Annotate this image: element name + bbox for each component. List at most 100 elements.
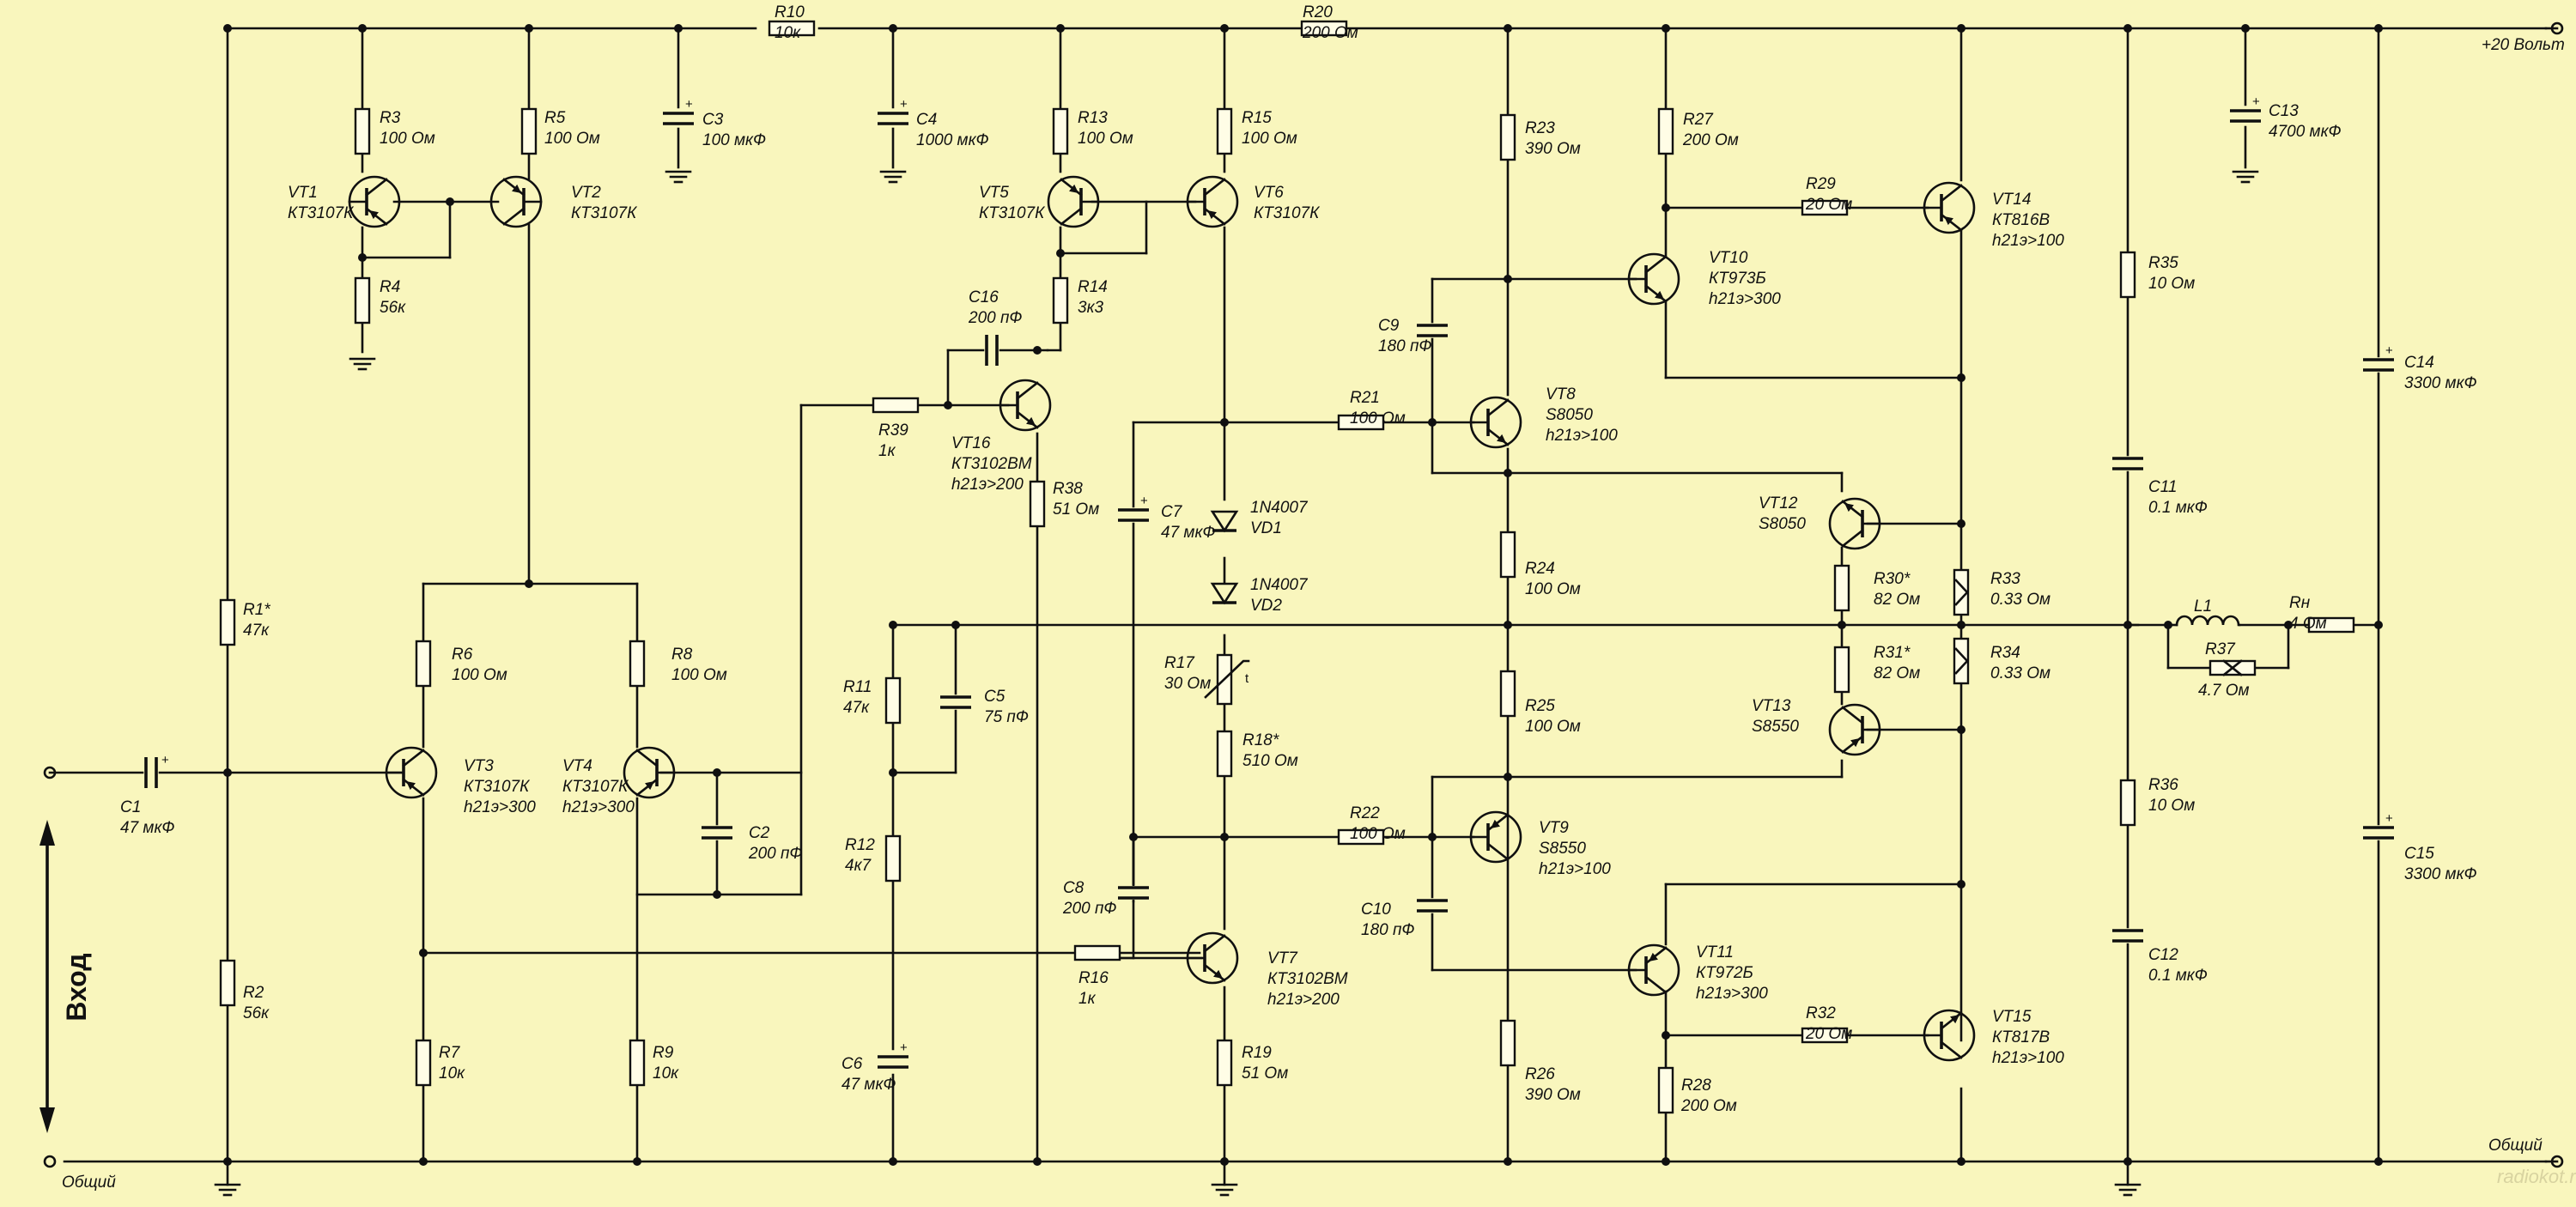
emitter-arrow <box>645 781 654 791</box>
emitter-arrow <box>1497 434 1506 443</box>
capacitor-c7: + <box>1116 494 1151 522</box>
r32-name-label: R32 <box>1806 1004 1836 1022</box>
vt13-part-label: S8550 <box>1752 718 1799 736</box>
capacitor-c8 <box>1116 886 1151 900</box>
polarity-plus: + <box>685 97 693 112</box>
c7-name-label: C7 <box>1161 503 1183 521</box>
resistor-r23 <box>1499 113 1516 161</box>
r36-value-label: 10 Ом <box>2148 797 2195 815</box>
vt13-name-label: VT13 <box>1752 697 1791 715</box>
c4-name-label: C4 <box>916 111 937 129</box>
junction-dot <box>223 1157 232 1166</box>
ground-symbol <box>879 170 907 184</box>
r1-value-label: 47к <box>243 622 270 640</box>
capacitor-c13: + <box>2228 94 2263 123</box>
vt11-gain-label: h21э>300 <box>1696 985 1768 1003</box>
r4-name-label: R4 <box>380 278 400 296</box>
vt1-part-label: КТ3107К <box>288 204 355 222</box>
r23-name-label: R23 <box>1525 119 1555 137</box>
resistor-r7 <box>415 1039 432 1087</box>
junction-dot <box>2241 24 2250 33</box>
vt3-part-label: КТ3107К <box>464 778 531 796</box>
resistor-r27 <box>1657 107 1674 155</box>
rh-value-label: 4 Ом <box>2289 615 2327 633</box>
r6-name-label: R6 <box>452 646 473 664</box>
supply-label: +20 Вольт <box>2482 36 2565 54</box>
transistor-vt9 <box>1469 810 1522 864</box>
emitter-arrow <box>1026 416 1036 426</box>
r17-name-label: R17 <box>1164 654 1195 672</box>
capacitor-c6: + <box>876 1040 910 1069</box>
resistor-r39 <box>872 397 920 414</box>
vt9-name-label: VT9 <box>1539 819 1569 837</box>
resistor-r2 <box>219 959 236 1007</box>
vd1-name-label: VD1 <box>1250 519 1282 537</box>
r31-value-label: 82 Ом <box>1874 664 1920 682</box>
emitter-arrow <box>1213 969 1223 979</box>
c12-value-label: 0.1 мкФ <box>2148 967 2208 985</box>
vt11-part-label: КТ972Б <box>1696 964 1753 982</box>
transistor-vt13 <box>1828 703 1881 756</box>
r11-name-label: R11 <box>843 678 872 696</box>
ground-symbol <box>2232 170 2259 184</box>
r33-value-label: 0.33 Ом <box>1990 591 2050 609</box>
emitter-arrow <box>1850 738 1860 748</box>
vt3-gain-label: h21э>300 <box>464 798 536 816</box>
vt7-gain-label: h21э>200 <box>1267 991 1340 1009</box>
transistor-vt5 <box>1047 175 1100 228</box>
resistor-r36 <box>2119 779 2136 827</box>
r26-value-label: 390 Ом <box>1525 1086 1581 1104</box>
junction-dot <box>889 768 897 777</box>
junction-dot <box>358 24 367 33</box>
vt4-gain-label: h21э>300 <box>562 798 635 816</box>
r29-value-label: 20 Ом <box>1805 196 1852 214</box>
r23-value-label: 390 Ом <box>1525 140 1581 158</box>
vt12-part-label: S8050 <box>1759 515 1806 533</box>
r2-value-label: 56к <box>243 1004 270 1022</box>
c13-name-label: C13 <box>2269 102 2299 120</box>
r38-value-label: 51 Ом <box>1053 500 1099 519</box>
junction-dot <box>1662 1031 1670 1040</box>
emitter-arrow <box>1649 952 1658 961</box>
wires <box>48 24 2559 1186</box>
junction-dot <box>1056 24 1065 33</box>
vt2-part-label: КТ3107К <box>571 204 638 222</box>
emitter-arrow <box>1207 210 1217 220</box>
junction-dot <box>1033 346 1042 355</box>
junction-dot <box>223 768 232 777</box>
c7-value-label: 47 мкФ <box>1161 524 1216 542</box>
resistor-mark <box>1954 647 1969 675</box>
diode-vd1 <box>1210 510 1239 533</box>
junction-dot <box>525 24 533 33</box>
resistor-r20 <box>1300 20 1348 37</box>
polarity-plus: + <box>2385 811 2393 826</box>
junction-dot <box>1220 833 1229 841</box>
resistor-r16 <box>1073 944 1121 961</box>
junction-dot <box>1504 621 1512 629</box>
c16-name-label: C16 <box>969 288 999 306</box>
capacitor-c12 <box>2111 929 2145 943</box>
r14-value-label: 3к3 <box>1078 299 1104 317</box>
input-double-arrow <box>39 820 55 1133</box>
resistor-r35 <box>2119 251 2136 299</box>
capacitor-c1: + <box>144 753 169 790</box>
resistor-r12 <box>884 834 902 883</box>
vt14-gain-label: h21э>100 <box>1992 232 2064 250</box>
resistor-r28 <box>1657 1066 1674 1114</box>
vt12-name-label: VT12 <box>1759 494 1798 513</box>
resistor-r29 <box>1801 199 1849 216</box>
r12-value-label: 4к7 <box>845 857 872 875</box>
ground-symbol <box>665 170 692 184</box>
transistor-vt11 <box>1627 943 1680 997</box>
r10-value-label: 10к <box>775 24 801 42</box>
r20-name-label: R20 <box>1303 3 1333 21</box>
resistor-r4 <box>354 276 371 324</box>
junction-dot <box>889 1157 897 1166</box>
vt3-name-label: VT3 <box>464 757 494 775</box>
ground-label-left: Общий <box>62 1174 116 1192</box>
transistor-vt1 <box>348 175 401 228</box>
vt5-name-label: VT5 <box>979 184 1009 202</box>
r20-value-label: 200 Ом <box>1302 24 1358 42</box>
c9-value-label: 180 пФ <box>1378 337 1432 355</box>
